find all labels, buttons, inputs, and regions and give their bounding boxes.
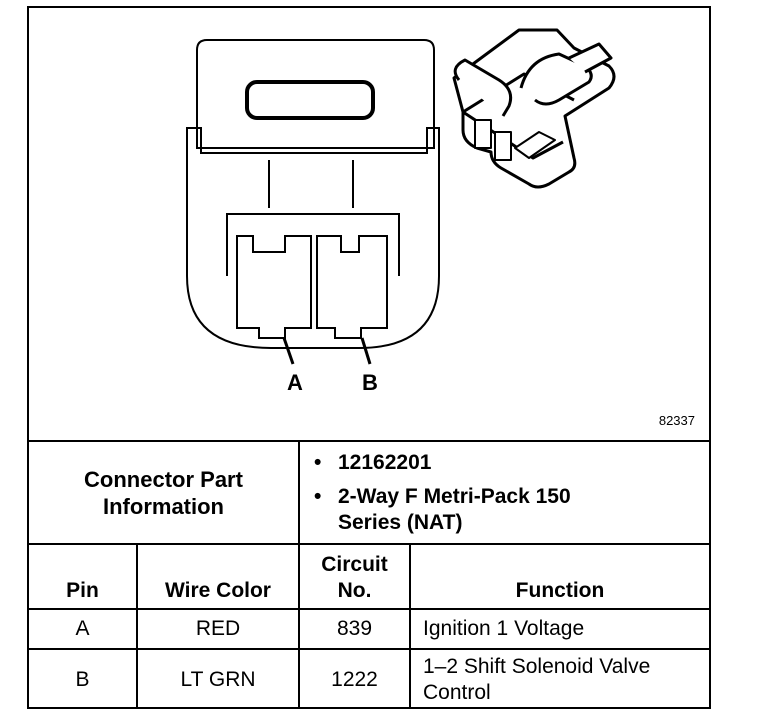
- connector-part-header-text: Connector Part Information: [84, 466, 243, 519]
- bullet-icon: •: [314, 484, 322, 508]
- column-header-row: Pin Wire Color Circuit No. Function: [29, 543, 709, 610]
- part-description-text: 2-Way F Metri-Pack 150 Series (NAT): [338, 484, 571, 534]
- part-description: • 2-Way F Metri-Pack 150 Series (NAT): [314, 484, 588, 536]
- part-number-text: 12162201: [338, 450, 432, 474]
- column-header-circuit: Circuit No.: [298, 543, 411, 610]
- table-row: A RED 839 Ignition 1 Voltage: [29, 608, 709, 650]
- circuit-cell: 1222: [298, 648, 411, 709]
- column-header-function: Function: [409, 543, 709, 610]
- function-cell: 1–2 Shift Solenoid Valve Control: [409, 648, 709, 709]
- connector-part-details: • 12162201 • 2-Way F Metri-Pack 150 Series…: [298, 440, 709, 545]
- connector-drawing: [186, 28, 616, 365]
- diagram-frame: A B 82337 Connector Part Information • 12…: [27, 6, 711, 709]
- part-number: • 12162201: [314, 450, 709, 476]
- wire-color-cell: RED: [136, 608, 300, 650]
- connector-info-row: Connector Part Information • 12162201 • 2-…: [29, 440, 709, 545]
- column-header-pin: Pin: [29, 543, 138, 610]
- connector-part-header: Connector Part Information: [29, 440, 300, 545]
- pin-label-b: B: [362, 370, 378, 395]
- column-header-wire-color: Wire Color: [136, 543, 300, 610]
- circuit-cell: 839: [298, 608, 411, 650]
- pin-cell: B: [29, 648, 138, 709]
- column-header-circuit-text: Circuit No.: [321, 553, 388, 602]
- table-row: B LT GRN 1222 1–2 Shift Solenoid Valve C…: [29, 648, 709, 709]
- connector-table: Connector Part Information • 12162201 • 2-…: [29, 440, 709, 709]
- bullet-icon: •: [314, 450, 322, 474]
- connector-figure: A B 82337: [29, 8, 709, 440]
- function-text: 1–2 Shift Solenoid Valve Control: [423, 654, 651, 704]
- wire-color-cell: LT GRN: [136, 648, 300, 709]
- figure-number: 82337: [658, 413, 695, 428]
- function-cell: Ignition 1 Voltage: [409, 608, 709, 650]
- pin-cell: A: [29, 608, 138, 650]
- pin-label-a: A: [287, 370, 303, 395]
